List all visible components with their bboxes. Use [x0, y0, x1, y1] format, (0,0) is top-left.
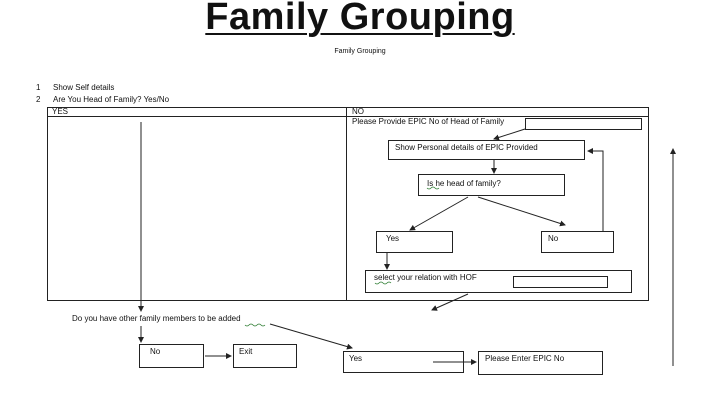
- arrow-no-loop-back: [587, 148, 604, 231]
- hof-epic-input[interactable]: [525, 118, 642, 130]
- relation-input[interactable]: [513, 276, 608, 288]
- show-personal-details-box: Show Personal details of EPIC Provided: [388, 140, 585, 160]
- is-hof-question-box: Is he head of family?: [418, 174, 565, 196]
- is-hof-question-text: Is he head of family?: [427, 179, 501, 188]
- add-members-question: Do you have other family members to be a…: [72, 314, 241, 323]
- table-header-line: [47, 116, 649, 117]
- spell-underline-is-hof: [426, 186, 440, 190]
- show-personal-details-text: Show Personal details of EPIC Provided: [395, 143, 538, 152]
- enter-epic-box: Please Enter EPIC No: [478, 351, 603, 375]
- hof-no-box: No: [541, 231, 614, 253]
- no-column-header: NO: [352, 107, 364, 116]
- step-2-number: 2: [36, 95, 41, 104]
- exit-label: Exit: [239, 347, 253, 356]
- step-1-text: Show Self details: [53, 83, 115, 92]
- hof-no-label: No: [548, 234, 559, 243]
- step-1-number: 1: [36, 83, 41, 92]
- members-no-label: No: [150, 347, 161, 356]
- select-relation-text: select your relation with HOF: [374, 273, 477, 282]
- members-no-box: No: [139, 344, 204, 368]
- hof-yes-box: Yes: [376, 231, 453, 253]
- members-yes-box: Yes: [343, 351, 464, 373]
- slide-title: Family Grouping: [205, 0, 515, 38]
- diagram-subtitle: Family Grouping: [334, 48, 386, 55]
- table-divider: [346, 107, 347, 301]
- spell-underline-added: [244, 323, 266, 327]
- spell-underline-select: [374, 281, 392, 285]
- arrow-question-to-yes-box: [269, 323, 353, 350]
- arrow-relation-down: [431, 293, 469, 311]
- hof-yes-label: Yes: [386, 234, 400, 243]
- yes-column-header: YES: [52, 107, 69, 116]
- arrow-question-to-yes: [409, 196, 469, 231]
- exit-box: Exit: [233, 344, 297, 368]
- step-2-text: Are You Head of Family? Yes/No: [53, 95, 170, 104]
- branch-table: [47, 107, 649, 301]
- arrow-question-to-no: [477, 196, 566, 227]
- members-yes-label: Yes: [349, 354, 363, 363]
- provide-epic-text: Please Provide EPIC No of Head of Family: [352, 117, 505, 126]
- enter-epic-label: Please Enter EPIC No: [485, 354, 565, 363]
- arrow-epic-to-details: [493, 128, 526, 141]
